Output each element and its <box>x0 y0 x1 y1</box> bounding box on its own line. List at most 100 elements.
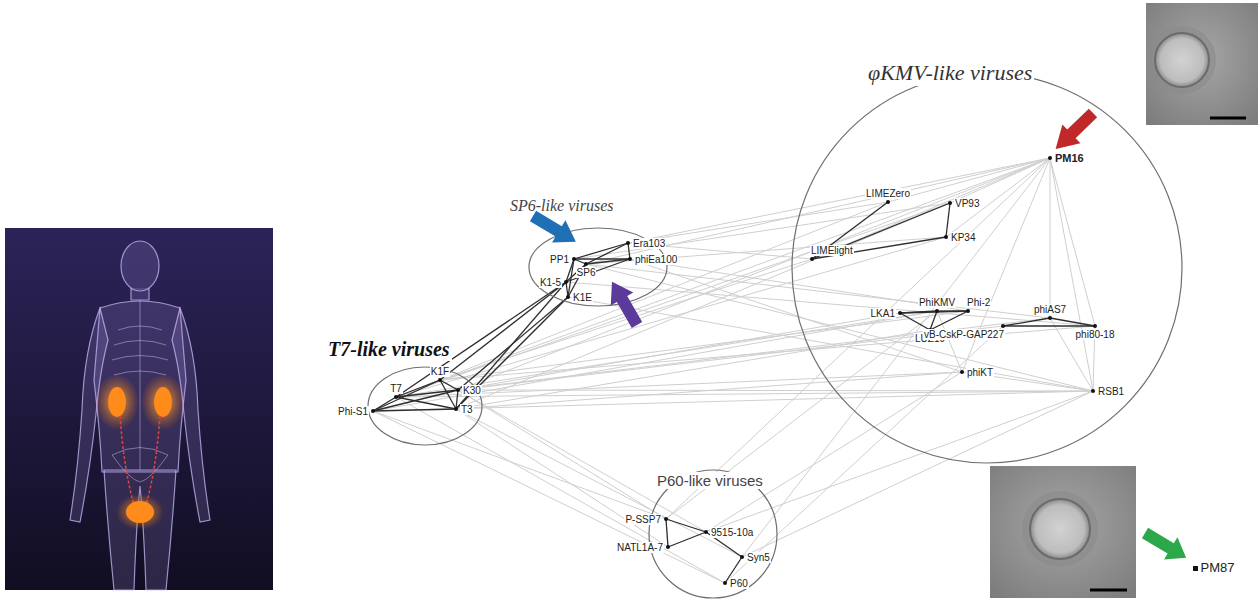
similarity-edge <box>456 372 962 409</box>
phage-node: SP6 <box>576 262 597 278</box>
phage-node: K1F <box>430 366 450 382</box>
cluster-circle: P60-like virusesP-SSP79515-10aNATL1A-7Sy… <box>648 469 778 599</box>
legs <box>104 470 176 590</box>
kidney-glow <box>95 374 139 430</box>
micrograph <box>990 466 1136 598</box>
body-illustration <box>5 228 273 590</box>
human-figure <box>70 241 210 590</box>
phage-label: T7 <box>389 383 403 394</box>
phage-node: phi80-18 <box>1075 324 1116 340</box>
phage-label: phiKT <box>966 367 994 378</box>
phage-node: Era103 <box>626 238 666 249</box>
similarity-edge <box>456 282 566 409</box>
phage-node: phiAS7 <box>1033 304 1067 320</box>
node-dot <box>371 409 375 413</box>
phage-node: LIMElight <box>810 245 854 261</box>
similarity-edge <box>396 158 1050 397</box>
phage-label: PM16 <box>1054 152 1085 164</box>
cluster-heading: T7-like viruses <box>326 338 452 361</box>
phage-label: phi80-18 <box>1075 329 1116 340</box>
phage-label: PP1 <box>549 254 570 265</box>
phage-label: LIMElight <box>810 245 854 256</box>
phage-node: VP93 <box>948 198 980 209</box>
capsid-halo <box>1022 491 1098 567</box>
phage-label: PhiKMV <box>918 297 956 308</box>
kidney <box>154 387 172 417</box>
similarity-edge <box>586 243 628 264</box>
node-dot <box>666 545 670 549</box>
phage-node: LIMEZero <box>865 188 911 204</box>
node-dot <box>456 388 460 392</box>
tem-image <box>990 466 1136 598</box>
capsid-halo <box>1148 26 1216 94</box>
node-dot <box>394 395 398 399</box>
phage-node: PM16 <box>1048 152 1085 164</box>
similarity-edge <box>373 411 666 519</box>
similarity-edge <box>396 318 1050 397</box>
node-dot <box>1001 324 1005 328</box>
phage-node: K30 <box>456 385 482 396</box>
phage-label: K30 <box>462 385 482 396</box>
phage-label: RSB1 <box>1097 386 1125 397</box>
similarity-edge <box>373 380 440 411</box>
torso <box>94 301 186 472</box>
similarity-edge <box>1050 158 1095 326</box>
phage-label: NATL1A-7 <box>616 542 664 553</box>
node-dot <box>723 581 727 585</box>
node-dot <box>664 517 668 521</box>
phage-label: SP6 <box>576 267 597 278</box>
node-dot <box>566 295 570 299</box>
similarity-edge <box>1050 158 1051 318</box>
phage-node: vB-CskP-GAP227 <box>923 324 1005 340</box>
neck <box>131 288 149 300</box>
node-dot <box>935 309 939 313</box>
similarity-edge <box>668 532 706 547</box>
node-dot <box>740 555 744 559</box>
node-dot <box>898 311 902 315</box>
callout-arrow <box>1138 522 1193 569</box>
node-dot <box>810 257 814 261</box>
phage-label: P60 <box>729 578 749 589</box>
cluster-circle: T7-like virusesT7K1FK30T3Phi-S1 <box>367 366 483 446</box>
similarity-edge <box>458 326 1003 390</box>
phage-label: Syn5 <box>746 552 771 563</box>
phage-node: Phi-2 <box>966 297 991 313</box>
similarity-edge <box>706 391 1093 532</box>
node-dot <box>966 309 970 313</box>
phage-label: KP34 <box>950 232 976 243</box>
similarity-edge <box>458 158 1050 390</box>
similarity-edge <box>440 282 566 380</box>
node-dot <box>438 378 442 382</box>
cluster-ellipse <box>368 367 482 445</box>
similarity-edge <box>396 311 937 397</box>
phage-node: K1-5 <box>539 277 568 288</box>
similarity-edge <box>373 390 458 411</box>
similarity-edge <box>900 313 930 330</box>
node-dot <box>948 201 952 205</box>
phage-node: PM87 <box>1193 561 1236 575</box>
similarity-edge <box>458 390 1093 391</box>
callout-arrow <box>526 205 582 253</box>
phage-label: Phi-2 <box>966 297 991 308</box>
cluster-heading: SP6-like viruses <box>508 197 616 215</box>
phage-label: LKA1 <box>870 308 896 319</box>
phage-node: P60 <box>723 578 749 589</box>
callout-arrow <box>601 275 649 331</box>
illustration-ground <box>5 228 273 590</box>
bladder <box>126 501 154 523</box>
node-dot <box>626 241 630 245</box>
similarity-edge <box>458 313 900 390</box>
cluster-heading: P60-like viruses <box>655 472 765 489</box>
cluster-ellipse <box>529 228 667 306</box>
bladder-glow <box>116 494 164 530</box>
similarity-edge <box>666 519 706 532</box>
phage-node: 9515-10a <box>704 527 754 538</box>
callout-arrow <box>1047 104 1102 159</box>
similarity-edge <box>440 326 1095 380</box>
phage-node: K1E <box>566 292 593 303</box>
phage-label: Phi-S1 <box>337 406 369 417</box>
similarity-edge <box>1050 158 1093 391</box>
phage-node: RSB1 <box>1091 386 1125 397</box>
phage-label: PM87 <box>1200 561 1236 575</box>
